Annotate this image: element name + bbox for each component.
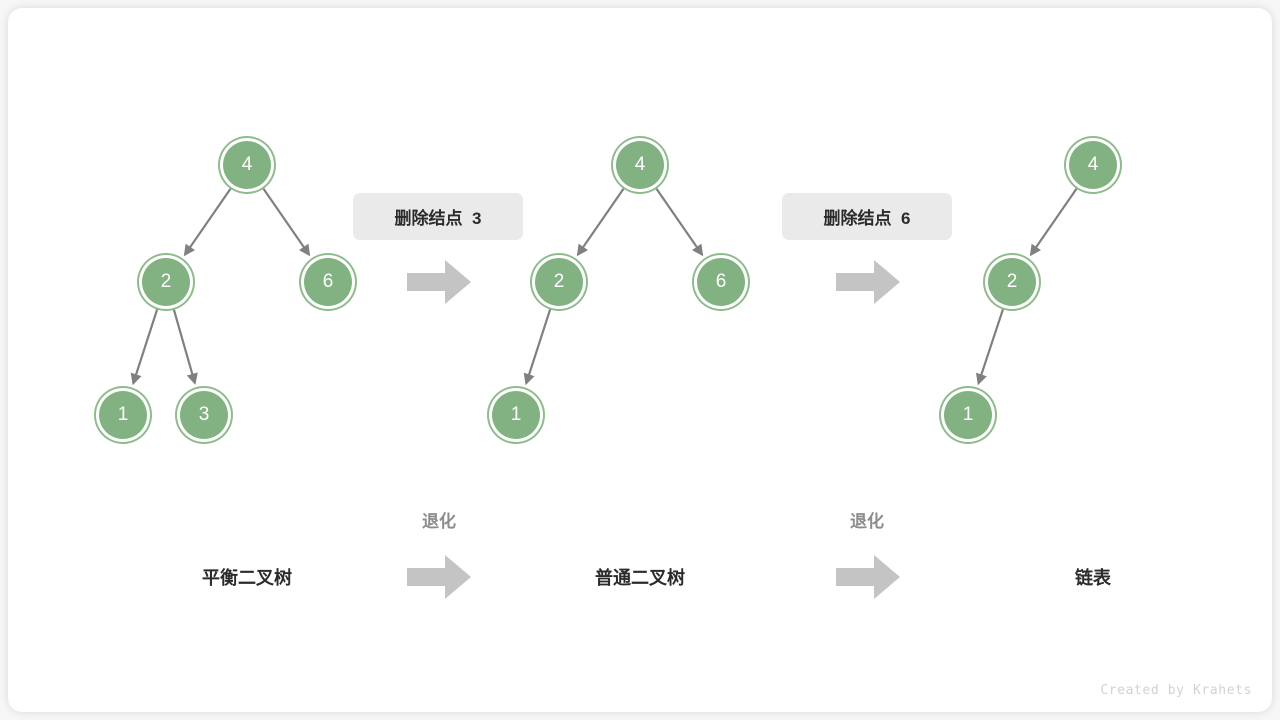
- tree-edge: [262, 187, 311, 257]
- tree-node-value: 6: [715, 271, 727, 292]
- op-delete-6: 删除结点 6: [782, 193, 952, 240]
- tree-node-value: 1: [510, 404, 522, 425]
- tree-node-value: 2: [1006, 271, 1018, 292]
- tree-node-2: 2: [988, 258, 1036, 306]
- flow-arrow-icon: [407, 258, 471, 306]
- tree-edge: [1029, 187, 1078, 257]
- flow-arrow-icon: [836, 553, 900, 601]
- tree-node-3: 3: [180, 391, 228, 439]
- tree-edge: [172, 309, 198, 385]
- tree-node-value: 4: [1087, 154, 1099, 175]
- tree-node-value: 4: [634, 154, 646, 175]
- tree-node-value: 2: [160, 271, 172, 292]
- tree-node-2: 2: [142, 258, 190, 306]
- tree-edge: [655, 187, 704, 257]
- tree-edge: [130, 308, 159, 386]
- edges-group: [130, 187, 1078, 386]
- tree-node-1: 1: [944, 391, 992, 439]
- watermark: Created by Krahets: [1100, 683, 1252, 698]
- tree-node-4: 4: [616, 141, 664, 189]
- substep-1: 退化: [422, 512, 456, 531]
- tree-edge: [975, 308, 1005, 386]
- tree-node-4: 4: [1069, 141, 1117, 189]
- op-delete-3: 删除结点 3: [353, 193, 523, 240]
- tree-edge: [523, 308, 552, 386]
- caption-linkedlist: 链表: [1075, 568, 1111, 588]
- tree-node-value: 1: [962, 404, 974, 425]
- caption-ordinary: 普通二叉树: [595, 568, 685, 588]
- tree-node-value: 4: [241, 154, 253, 175]
- tree-node-value: 3: [198, 404, 210, 425]
- flow-arrow-icon: [407, 553, 471, 601]
- tree-node-6: 6: [304, 258, 352, 306]
- substep-2: 退化: [850, 512, 884, 531]
- tree-node-value: 2: [553, 271, 565, 292]
- tree-node-4: 4: [223, 141, 271, 189]
- figure-card: [8, 8, 1272, 712]
- tree-node-value: 6: [322, 271, 334, 292]
- tree-node-6: 6: [697, 258, 745, 306]
- tree-node-1: 1: [99, 391, 147, 439]
- tree-node-value: 1: [117, 404, 129, 425]
- tree-edge: [576, 187, 625, 257]
- tree-edge: [183, 187, 232, 257]
- flow-arrow-icon: [836, 258, 900, 306]
- tree-node-1: 1: [492, 391, 540, 439]
- tree-node-2: 2: [535, 258, 583, 306]
- caption-balanced: 平衡二叉树: [202, 568, 292, 588]
